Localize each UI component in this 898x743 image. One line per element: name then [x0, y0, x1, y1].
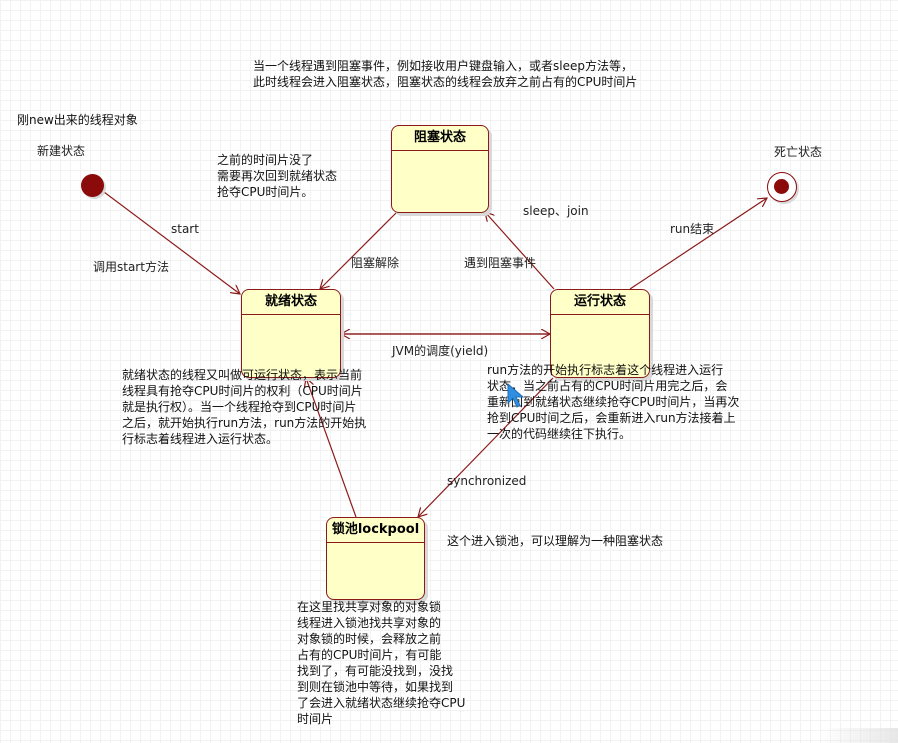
edge-running-to-blocked: [485, 212, 555, 290]
edge-running-to-dead: [629, 198, 767, 290]
edge-new-to-ready: [103, 191, 240, 294]
state-running: 运行状态: [550, 289, 650, 378]
state-ready-title: 就绪状态: [242, 290, 340, 315]
transition-label-blocking-event: 遇到阻塞事件: [464, 256, 537, 270]
edge-blocked-to-ready: [320, 211, 398, 289]
transition-label-synchronized: synchronized: [447, 474, 527, 488]
note-running-description: run方法的开始执行标志着这个线程进入运行 状态，当之前占有的CPU时间片用完之…: [487, 363, 740, 441]
corner-fade: [820, 728, 898, 743]
note-blocked-description: 当一个线程遇到阻塞事件，例如接收用户键盘输入，或者sleep方法等， 此时线程会…: [253, 59, 638, 89]
note-new-thread-caption: 刚new出来的线程对象: [17, 113, 138, 127]
final-state-node: [767, 172, 797, 202]
state-blocked-title: 阻塞状态: [392, 126, 488, 151]
initial-state-node: [81, 174, 104, 197]
note-lockpool-caption: 这个进入锁池，可以理解为一种阻塞状态: [447, 534, 664, 548]
note-timeslice-lost: 之前的时间片没了 需要再次回到就绪状态 抢夺CPU时间片。: [217, 153, 338, 199]
note-ready-description: 就绪状态的线程又叫做可运行状态，表示当前 线程具有抢夺CPU时间片的权利（CPU…: [122, 368, 367, 446]
transition-label-start: start: [171, 222, 199, 236]
transition-label-call-start: 调用start方法: [93, 260, 169, 274]
edge-running-to-lockpool: [418, 377, 554, 517]
state-blocked: 阻塞状态: [391, 125, 489, 213]
state-dead-label: 死亡状态: [774, 145, 823, 159]
transition-label-sleep-join: sleep、join: [523, 204, 589, 218]
state-new-label: 新建状态: [37, 144, 86, 158]
state-lockpool-title: 锁池lockpool: [327, 518, 424, 543]
mouse-pointer-icon: [507, 383, 525, 408]
transition-label-run-end: run结束: [670, 222, 715, 236]
note-lockpool-description: 在这里找共享对象的对象锁 线程进入锁池找共享对象的 对象锁的时候，会释放之前 占…: [297, 600, 466, 726]
state-running-title: 运行状态: [551, 290, 649, 315]
transition-label-unblock: 阻塞解除: [351, 256, 400, 270]
state-lockpool: 锁池lockpool: [326, 517, 425, 600]
final-state-core: [774, 179, 789, 194]
transition-label-jvm-scheduling: JVM的调度(yield): [392, 344, 489, 358]
state-ready: 就绪状态: [241, 289, 341, 378]
edge-lockpool-to-ready: [306, 378, 357, 518]
